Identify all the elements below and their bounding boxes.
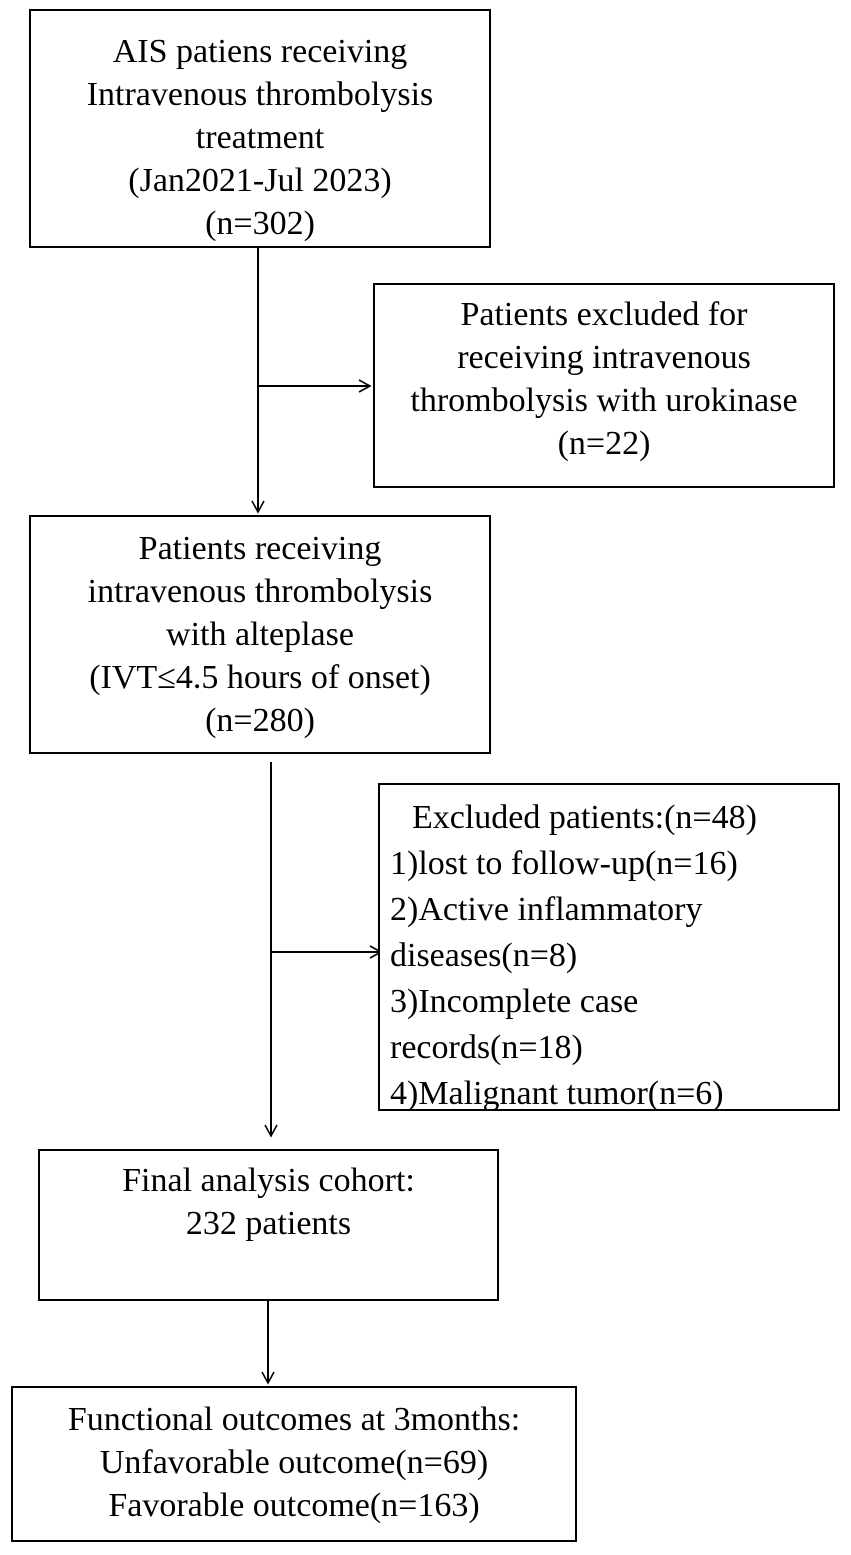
start-line: Intravenous thrombolysis: [86, 76, 434, 113]
exclusion-2-line: 1)lost to follow-up(n=16): [390, 845, 738, 882]
exclusion-2-line: records(n=18): [390, 1029, 583, 1066]
alteplase-box: Patients receiving intravenous thromboly…: [29, 515, 491, 754]
exclusion-1-line: (n=22): [557, 425, 651, 462]
alteplase-line: with alteplase: [166, 616, 354, 653]
exclusion-2-title: Excluded patients:(n=48): [412, 799, 757, 836]
outcomes-line: Unfavorable outcome(n=69): [99, 1444, 489, 1481]
final-cohort-box: Final analysis cohort: 232 patients: [38, 1149, 499, 1301]
alteplase-line: Patients receiving: [138, 530, 382, 567]
exclusion-2-line: 2)Active inflammatory: [390, 891, 703, 928]
exclusion-2-line: diseases(n=8): [390, 937, 578, 974]
exclusion-1-box: Patients excluded for receiving intraven…: [373, 283, 835, 488]
exclusion-1-line: receiving intravenous: [457, 339, 751, 376]
start-box: AIS patiens receiving Intravenous thromb…: [29, 9, 491, 248]
alteplase-line: (IVT≤4.5 hours of onset): [89, 659, 431, 696]
exclusion-1-line: thrombolysis with urokinase: [410, 382, 798, 419]
final-cohort-line: Final analysis cohort:: [122, 1162, 415, 1199]
outcomes-line: Functional outcomes at 3months:: [67, 1401, 521, 1438]
start-line: (n=302): [205, 205, 315, 242]
exclusion-1-line: Patients excluded for: [460, 296, 748, 333]
exclusion-2-box: Excluded patients:(n=48) 1)lost to follo…: [378, 783, 840, 1112]
start-line: treatment: [195, 119, 325, 156]
start-line: (Jan2021-Jul 2023): [128, 162, 392, 199]
exclusion-2-line: 3)Incomplete case: [390, 983, 639, 1020]
alteplase-line: (n=280): [205, 702, 315, 739]
outcomes-box: Functional outcomes at 3months: Unfavora…: [11, 1386, 577, 1542]
outcomes-line: Favorable outcome(n=163): [108, 1487, 480, 1524]
start-line: AIS patiens receiving: [112, 33, 408, 70]
alteplase-line: intravenous thrombolysis: [87, 573, 433, 610]
exclusion-2-line: 4)Malignant tumor(n=6): [390, 1075, 724, 1112]
final-cohort-line: 232 patients: [185, 1205, 352, 1242]
